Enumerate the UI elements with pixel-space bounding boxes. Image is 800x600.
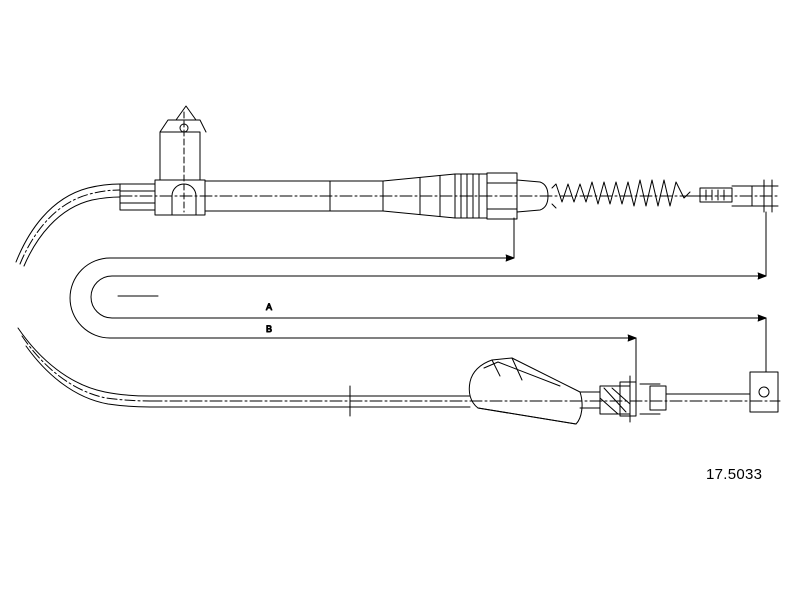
upper-mounting-bracket — [154, 105, 207, 216]
upper-boot — [551, 179, 691, 207]
lower-end-eye — [749, 371, 779, 413]
upper-sheath-curve-inner — [23, 196, 121, 267]
dimension-loop — [69, 211, 767, 385]
part-number-label: 17.5033 — [706, 466, 763, 483]
lower-sheath-curve-inner — [25, 345, 151, 408]
upper-sheath-curve-outer — [15, 183, 121, 263]
upper-ferrule — [119, 183, 156, 211]
dimension-a-label: A — [266, 302, 272, 312]
lower-sheath-curve-outer — [17, 327, 151, 397]
upper-cable — [15, 105, 781, 267]
dimension-b-label: B — [266, 324, 272, 334]
upper-sheath-centerline — [19, 189, 121, 265]
lower-adjuster — [579, 375, 667, 423]
lower-cable — [17, 327, 781, 425]
lower-grommet — [468, 357, 583, 425]
